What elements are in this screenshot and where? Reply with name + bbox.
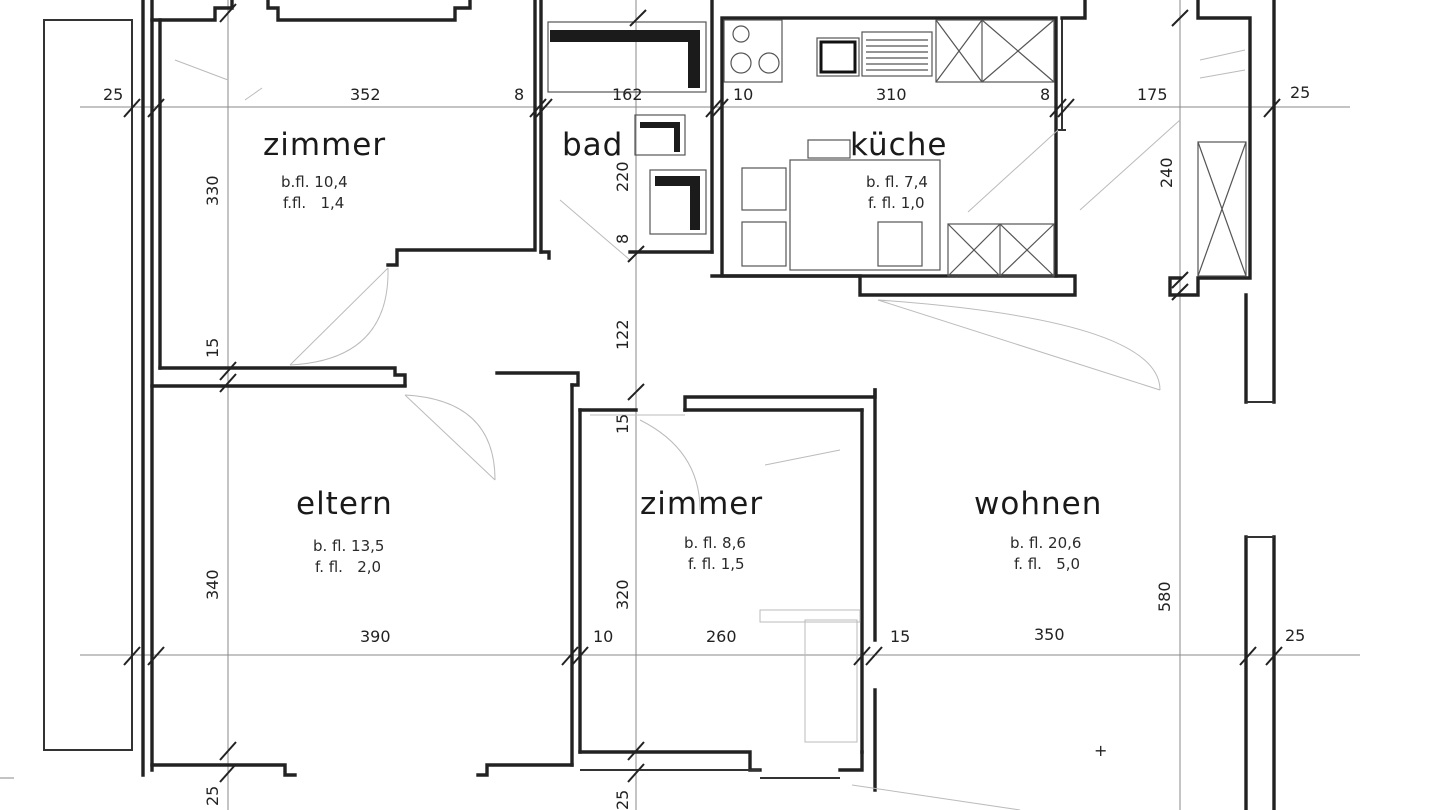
area-bfl-wohnen: b. fl. 20,6 — [1010, 534, 1081, 552]
storage-cabinet — [1197, 49, 1247, 277]
sink — [861, 31, 933, 77]
dim-bottom-eltern-width: 390 — [360, 627, 391, 646]
area-ffl-eltern: f. fl. 2,0 — [315, 558, 381, 576]
center-mark: + — [1094, 741, 1107, 760]
area-ffl-wohnen: f. fl. 5,0 — [1014, 555, 1080, 573]
dim-bottom-wall-15: 15 — [890, 627, 910, 646]
washbasin — [634, 114, 686, 156]
dim-top-zimmer-width: 352 — [350, 85, 381, 104]
room-label-kueche: küche — [850, 127, 947, 163]
dim-bottom-zimmer-width: 260 — [706, 627, 737, 646]
dim-bottom-wohnen-width: 350 — [1034, 625, 1065, 644]
dim-bottom-wall-10: 10 — [593, 627, 613, 646]
bathtub — [547, 21, 707, 93]
dim-v-bottom-wall-a: 25 — [203, 786, 222, 806]
dim-top-right-wall: 25 — [1290, 83, 1310, 102]
dimensions-vertical: 330 220 8 240 15 122 15 340 320 580 25 2… — [203, 157, 1176, 810]
dim-v-eltern-height: 340 — [203, 569, 222, 600]
area-ffl-zimmer-2: f. fl. 1,5 — [688, 555, 745, 573]
area-bfl-zimmer-2: b. fl. 8,6 — [684, 534, 746, 552]
dim-v-corridor-depth: 122 — [613, 319, 632, 350]
area-bfl-kueche: b. fl. 7,4 — [866, 173, 928, 191]
dim-bottom-right-wall: 25 — [1285, 626, 1305, 645]
walls — [43, 0, 1276, 810]
oven — [816, 37, 860, 77]
dim-v-bad-height: 220 — [613, 161, 632, 192]
dim-v-wall-8: 8 — [613, 234, 632, 244]
dimensions-top: 25 352 8 162 10 310 8 175 25 — [103, 83, 1310, 104]
room-label-zimmer-2: zimmer — [640, 486, 763, 522]
area-ffl-zimmer-1: f.fl. 1,4 — [283, 194, 344, 212]
dim-top-storage-width: 175 — [1137, 85, 1168, 104]
dim-v-storage-height: 240 — [1157, 157, 1176, 188]
area-bfl-eltern: b. fl. 13,5 — [313, 537, 384, 555]
dim-top-wall-8b: 8 — [1040, 85, 1050, 104]
dim-v-zimmer2-height: 320 — [613, 579, 632, 610]
dim-v-zimmer-height: 330 — [203, 175, 222, 206]
area-bfl-zimmer-1: b.fl. 10,4 — [281, 173, 348, 191]
dim-top-bad-width: 162 — [612, 85, 643, 104]
dimension-lines — [0, 0, 1360, 810]
room-label-wohnen: wohnen — [974, 486, 1102, 522]
dim-v-wall-15b: 15 — [613, 414, 632, 434]
dim-top-kueche-width: 310 — [876, 85, 907, 104]
dim-v-bottom-wall-b: 25 — [613, 790, 632, 810]
stove — [723, 19, 783, 83]
kitchen-table — [741, 139, 941, 271]
dim-top-wall-10: 10 — [733, 85, 753, 104]
dimension-ticks — [123, 3, 1283, 783]
dim-top-wall-8a: 8 — [514, 85, 524, 104]
dim-v-wall-15a: 15 — [203, 338, 222, 358]
room-label-zimmer-1: zimmer — [263, 127, 386, 163]
dimensions-bottom: 390 10 260 15 350 25 — [360, 625, 1305, 646]
room-labels: zimmer bad küche eltern zimmer wohnen — [263, 127, 1102, 522]
room-label-bad: bad — [562, 127, 623, 163]
room-label-eltern: eltern — [296, 486, 393, 522]
door-swings — [174, 59, 1181, 810]
dim-v-wohnen-height: 580 — [1155, 581, 1174, 612]
upper-cabinets — [935, 19, 1055, 83]
room-areas: b.fl. 10,4 f.fl. 1,4 b. fl. 7,4 f. fl. 1… — [281, 173, 1081, 576]
dim-top-left-wall: 25 — [103, 85, 123, 104]
area-ffl-kueche: f. fl. 1,0 — [868, 194, 925, 212]
lower-cabinets — [947, 223, 1055, 277]
toilet — [649, 169, 707, 235]
